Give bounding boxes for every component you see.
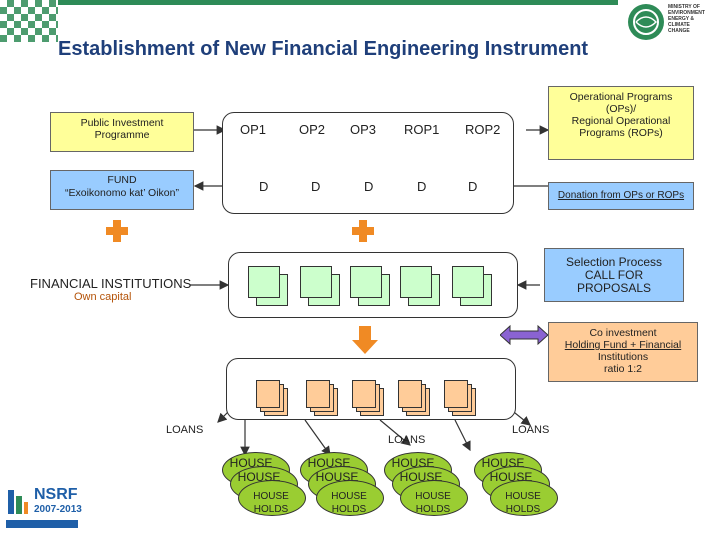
- ministry-line5: CHANGE: [668, 28, 690, 34]
- green-stack-box: [350, 266, 382, 298]
- loans-label-1: LOANS: [166, 424, 204, 436]
- coinvestment-line1: Co investment: [589, 327, 657, 339]
- fund-line1: FUND: [107, 174, 137, 186]
- ministry-line2: ENVIRONMENT: [668, 10, 705, 16]
- ministry-line3: ENERGY &: [668, 16, 695, 22]
- op-container: [222, 112, 514, 214]
- selection-line3: PROPOSALS: [576, 281, 652, 295]
- household-ellipse: [238, 480, 306, 516]
- fund-line2: “Exoikonomo kat’ Oikon”: [65, 187, 179, 199]
- green-stack-box: [300, 266, 332, 298]
- nsrf-years: 2007-2013: [34, 504, 82, 515]
- plus-icon: [352, 220, 374, 242]
- financial-institutions-label: FINANCIAL INSTITUTIONS Own capital: [30, 276, 191, 303]
- household-ellipse: [490, 480, 558, 516]
- selection-line1: Selection Process: [565, 255, 663, 269]
- nsrf-bar: [6, 520, 78, 528]
- green-stack-box: [248, 266, 280, 298]
- d-label-3: D: [364, 179, 374, 194]
- operational-programs-box: Operational Programs (OPs)/ Regional Ope…: [548, 86, 694, 160]
- header-bar: [58, 0, 618, 5]
- own-capital-label: Own capital: [74, 291, 132, 303]
- donation-text: Donation from OPs or ROPs: [557, 190, 685, 201]
- ministry-logo: MINISTRY OF ENVIRONMENT ENERGY & CLIMATE…: [626, 2, 718, 48]
- coinvestment-box: Co investment Holding Fund + Financial I…: [548, 322, 698, 382]
- ministry-line1: MINISTRY OF: [668, 4, 700, 10]
- operational-programs-line3: Regional Operational: [571, 115, 671, 127]
- public-investment-box: Public Investment Programme: [50, 112, 194, 152]
- nsrf-logo: NSRF 2007-2013: [6, 484, 86, 536]
- green-stack-box: [452, 266, 484, 298]
- orange-stack-box: [352, 380, 376, 408]
- household-ellipse: [316, 480, 384, 516]
- orange-stack-box: [306, 380, 330, 408]
- page-title: Establishment of New Financial Engineeri…: [58, 38, 589, 60]
- public-investment-line2: Programme: [94, 129, 150, 141]
- nsrf-name: NSRF: [34, 486, 78, 503]
- op-label-4: ROP1: [404, 122, 440, 137]
- orange-stack-box: [398, 380, 422, 408]
- ministry-emblem-icon: [628, 4, 664, 40]
- ministry-line4: CLIMATE: [668, 22, 690, 28]
- operational-programs-line4: Programs (ROPs): [579, 127, 663, 139]
- plus-icon: [106, 220, 128, 242]
- op-label-2: OP2: [299, 122, 326, 137]
- operational-programs-line1: Operational Programs: [569, 91, 673, 103]
- header-pattern: [0, 0, 58, 42]
- operational-programs-line2: (OPs)/: [605, 103, 637, 115]
- op-label-3: OP3: [350, 122, 377, 137]
- household-ellipse: [400, 480, 468, 516]
- public-investment-line1: Public Investment: [80, 117, 164, 129]
- loans-label-2: LOANS: [388, 434, 426, 446]
- coinvestment-line4: ratio 1:2: [604, 363, 642, 375]
- green-stack-box: [400, 266, 432, 298]
- down-arrow-icon: [352, 326, 378, 354]
- op-label-1: OP1: [240, 122, 267, 137]
- coinvestment-line3: Institutions: [597, 351, 649, 363]
- d-label-1: D: [259, 179, 269, 194]
- donation-box: Donation from OPs or ROPs: [548, 182, 694, 210]
- loans-label-3: LOANS: [512, 424, 550, 436]
- coinvestment-line2: Holding Fund + Financial: [564, 339, 682, 351]
- d-label-4: D: [417, 179, 427, 194]
- d-label-2: D: [311, 179, 321, 194]
- financial-institutions-title: FINANCIAL INSTITUTIONS: [30, 276, 192, 291]
- selection-line2: CALL FOR: [584, 268, 644, 282]
- selection-process-box: Selection Process CALL FOR PROPOSALS: [544, 248, 684, 302]
- double-arrow-icon: [500, 324, 548, 346]
- op-label-5: ROP2: [465, 122, 501, 137]
- fund-box: FUND “Exoikonomo kat’ Oikon”: [50, 170, 194, 210]
- d-label-5: D: [468, 179, 478, 194]
- nsrf-emblem-icon: [8, 490, 28, 514]
- orange-stack-box: [256, 380, 280, 408]
- orange-stack-box: [444, 380, 468, 408]
